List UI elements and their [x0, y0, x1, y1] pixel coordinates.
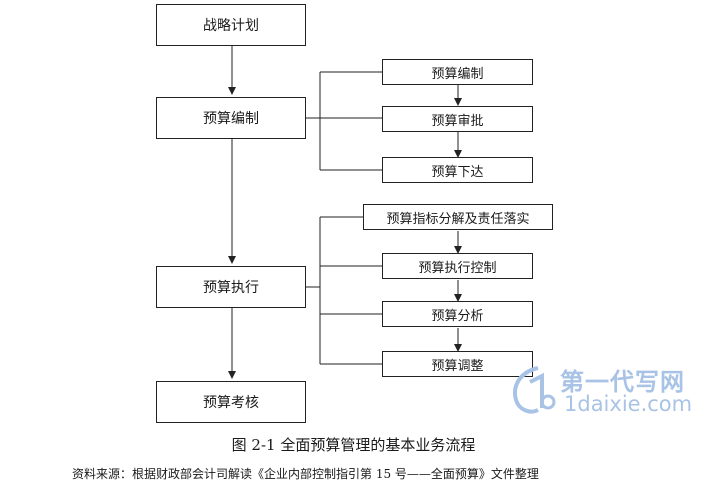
sub-indicator-decomposition-box: 预算指标分解及责任落实: [363, 204, 553, 230]
watermark: 第一代写网 1daixie.com: [508, 362, 698, 422]
budget-compilation-box: 预算编制: [156, 97, 306, 139]
sub-execution-control-box: 预算执行控制: [382, 253, 533, 279]
sub-budget-analysis-box: 预算分析: [382, 301, 533, 327]
figure-caption: 图 2-1 全面预算管理的基本业务流程: [231, 436, 476, 454]
sub-budget-approval-box: 预算审批: [382, 106, 533, 132]
strategic-plan-box: 战略计划: [156, 4, 306, 46]
watermark-logo-icon: [513, 366, 556, 414]
watermark-name: 第一代写网: [560, 368, 685, 396]
source-note: 资料来源：根据财政部会计司解读《企业内部控制指引第 15 号——全面预算》文件整…: [72, 467, 539, 481]
watermark-site: 1daixie.com: [564, 392, 693, 416]
sub-budget-compilation-box: 预算编制: [382, 59, 533, 85]
budget-evaluation-box: 预算考核: [156, 381, 306, 423]
sub-budget-adjustment-box: 预算调整: [382, 351, 533, 377]
sub-budget-issuance-box: 预算下达: [382, 157, 533, 183]
budget-execution-box: 预算执行: [156, 266, 306, 308]
